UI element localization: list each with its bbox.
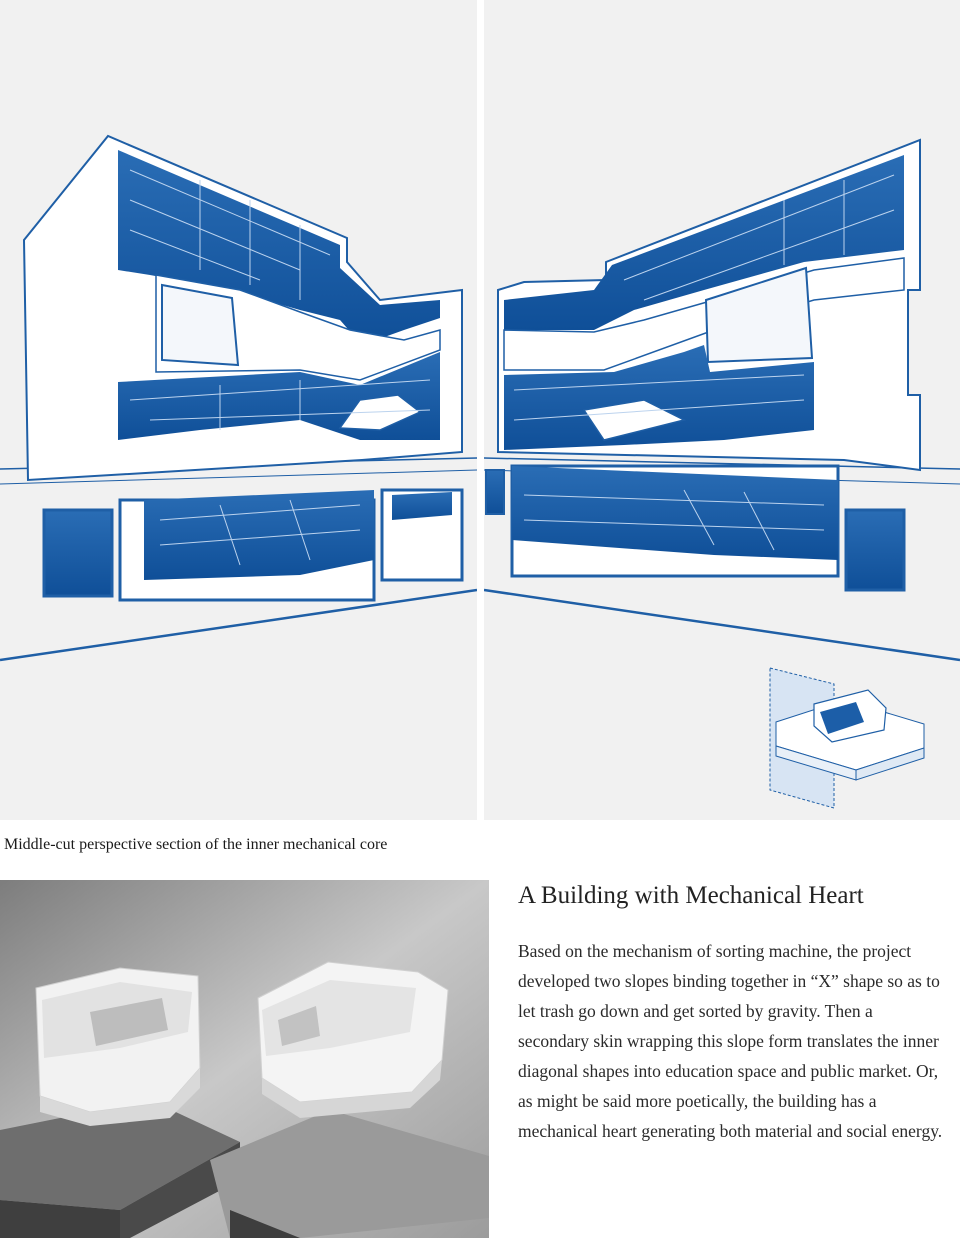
figure-caption: Middle-cut perspective section of the in… xyxy=(4,836,388,853)
model-photo xyxy=(0,880,489,1238)
inset-axonometric-diagram xyxy=(769,667,925,809)
section-drawing-left xyxy=(0,0,477,820)
physical-model-image xyxy=(0,880,489,1238)
article-heading: A Building with Mechanical Heart xyxy=(518,882,864,909)
article-body: Based on the mechanism of sorting machin… xyxy=(518,941,943,1141)
right-perspective-section xyxy=(484,138,960,809)
left-perspective-section xyxy=(0,134,477,662)
section-drawing-right xyxy=(484,0,960,820)
